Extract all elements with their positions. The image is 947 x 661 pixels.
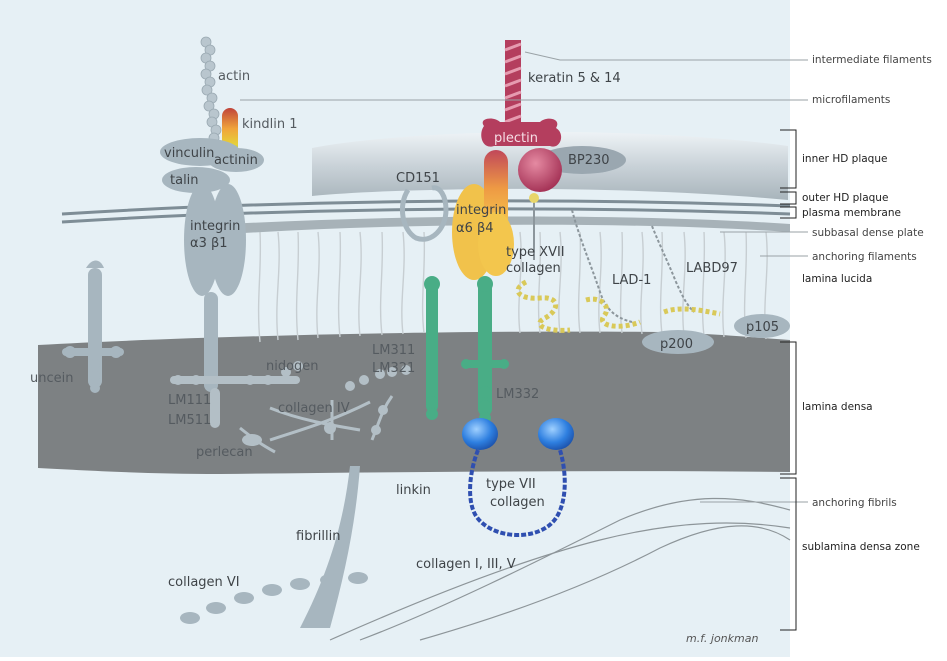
label-type-xvii-1: type XVII xyxy=(506,245,565,260)
label-cd151: CD151 xyxy=(396,171,440,186)
label-lm321: LM321 xyxy=(372,361,415,376)
legend-sublamina-densa-zone: sublamina densa zone xyxy=(802,541,920,553)
legend-outer-hd-plaque: outer HD plaque xyxy=(802,192,888,204)
legend-intermediate-filaments: intermediate filaments xyxy=(812,54,932,66)
label-lm311: LM311 xyxy=(372,343,415,358)
label-fibrillin: fibrillin xyxy=(296,529,340,544)
label-integrin-a6b4-2: α6 β4 xyxy=(456,221,494,236)
label-perlecan: perlecan xyxy=(196,445,253,460)
label-lad1: LAD-1 xyxy=(612,273,651,288)
legend-anchoring-filaments: anchoring filaments xyxy=(812,251,917,263)
legend-lamina-densa: lamina densa xyxy=(802,401,873,413)
label-integrin-a6b4-1: integrin xyxy=(456,203,506,218)
laminin-lm311-lm321 xyxy=(424,276,440,420)
label-collagen-i-iii-v: collagen I, III, V xyxy=(416,557,516,572)
label-kindlin: kindlin 1 xyxy=(242,117,298,132)
background-panel xyxy=(0,0,790,657)
label-p200: p200 xyxy=(660,337,693,352)
label-integrin-a3b1-2: α3 β1 xyxy=(190,236,228,251)
label-uncein: uncein xyxy=(30,371,73,386)
legend-inner-hd-plaque: inner HD plaque xyxy=(802,153,887,165)
label-actin: actin xyxy=(218,69,250,84)
label-labd97: LABD97 xyxy=(686,261,738,276)
label-type-vii-1: type VII xyxy=(486,477,536,492)
legend-subbasal-dense-plate: subbasal dense plate xyxy=(812,227,924,239)
label-integrin-a3b1-1: integrin xyxy=(190,219,240,234)
bp230-globe xyxy=(518,148,562,192)
legend-plasma-membrane: plasma membrane xyxy=(802,207,901,219)
label-lm511: LM511 xyxy=(168,413,211,428)
label-nidogen: nidogen xyxy=(266,359,319,374)
label-actinin: actinin xyxy=(214,153,258,168)
label-vinculin: vinculin xyxy=(164,146,214,161)
label-keratin: keratin 5 & 14 xyxy=(528,71,621,86)
label-lm332: LM332 xyxy=(496,387,539,402)
label-type-vii-2: collagen xyxy=(490,495,545,510)
label-type-xvii-2: collagen xyxy=(506,261,561,276)
credit-text: m.f. jonkman xyxy=(686,632,758,645)
label-collagen-iv: collagen IV xyxy=(278,401,350,416)
label-bp230: BP230 xyxy=(568,153,610,168)
label-p105: p105 xyxy=(746,320,779,335)
legend-anchoring-fibrils: anchoring fibrils xyxy=(812,497,897,509)
keratin-helix-icon xyxy=(505,40,521,130)
label-linkin: linkin xyxy=(396,483,431,498)
label-talin: talin xyxy=(170,173,199,188)
label-plectin: plectin xyxy=(494,131,538,146)
legend-lamina-lucida: lamina lucida xyxy=(802,273,872,285)
legend-microfilaments: microfilaments xyxy=(812,94,890,106)
label-lm111: LM111 xyxy=(168,393,211,408)
label-collagen-vi: collagen VI xyxy=(168,575,240,590)
